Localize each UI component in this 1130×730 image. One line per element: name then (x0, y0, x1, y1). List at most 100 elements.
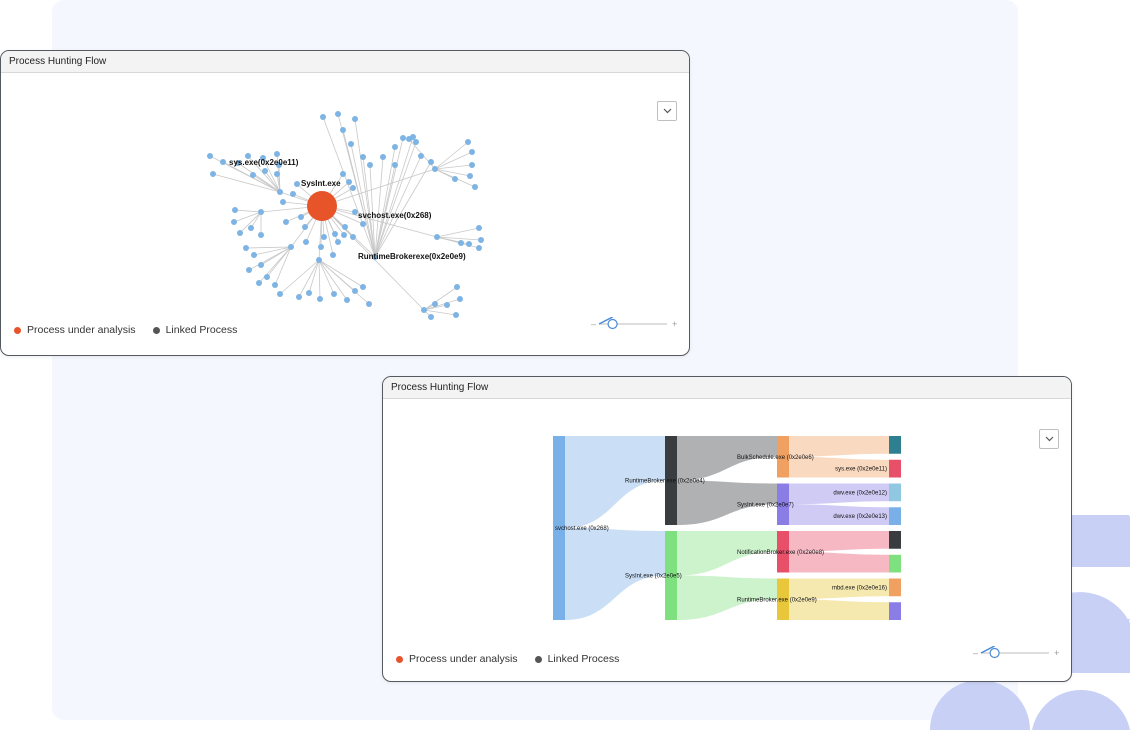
graph-node[interactable] (298, 214, 304, 220)
graph-node[interactable] (472, 184, 478, 190)
graph-node[interactable] (465, 139, 471, 145)
graph-node[interactable] (432, 301, 438, 307)
graph-node[interactable] (432, 166, 438, 172)
sankey-node[interactable] (777, 436, 789, 478)
sankey-link[interactable] (789, 456, 889, 478)
graph-node[interactable] (466, 241, 472, 247)
sankey-link[interactable] (677, 531, 777, 576)
graph-node[interactable] (232, 207, 238, 213)
graph-node[interactable] (476, 225, 482, 231)
view-dropdown[interactable] (657, 101, 677, 121)
graph-node[interactable] (341, 232, 347, 238)
graph-node[interactable] (428, 314, 434, 320)
graph-node[interactable] (276, 162, 282, 168)
graph-node[interactable] (366, 301, 372, 307)
graph-node[interactable] (400, 135, 406, 141)
graph-node[interactable] (280, 199, 286, 205)
sankey-node[interactable] (665, 436, 677, 525)
graph-node[interactable] (476, 245, 482, 251)
graph-node[interactable] (340, 127, 346, 133)
graph-node[interactable] (340, 171, 346, 177)
zoom-handle[interactable] (989, 647, 1000, 659)
sankey-link[interactable] (789, 504, 889, 525)
graph-node[interactable] (418, 153, 424, 159)
graph-node[interactable] (235, 160, 241, 166)
graph-node[interactable] (467, 173, 473, 179)
graph-node[interactable] (372, 254, 378, 260)
graph-node[interactable] (258, 209, 264, 215)
sankey-link[interactable] (789, 578, 889, 600)
graph-node[interactable] (277, 189, 283, 195)
graph-node[interactable] (406, 136, 412, 142)
graph-node[interactable] (346, 179, 352, 185)
sankey-node[interactable] (777, 531, 789, 573)
sankey-link[interactable] (677, 480, 777, 526)
sankey-node[interactable] (889, 436, 901, 454)
graph-node[interactable] (454, 284, 460, 290)
graph-node[interactable] (392, 162, 398, 168)
graph-node[interactable] (274, 151, 280, 157)
sankey-link[interactable] (789, 436, 889, 457)
graph-node[interactable] (251, 252, 257, 258)
graph-node[interactable] (220, 159, 226, 165)
graph-node[interactable] (303, 239, 309, 245)
graph-node[interactable] (243, 245, 249, 251)
sankey-link[interactable] (789, 599, 889, 620)
graph-node[interactable] (258, 262, 264, 268)
sankey-link[interactable] (565, 436, 665, 528)
graph-node[interactable] (320, 114, 326, 120)
graph-node[interactable] (421, 307, 427, 313)
graph-node[interactable] (350, 234, 356, 240)
sankey-node[interactable] (889, 483, 901, 502)
sankey-link[interactable] (789, 483, 889, 505)
graph-node[interactable] (348, 141, 354, 147)
graph-node[interactable] (469, 149, 475, 155)
graph-node[interactable] (250, 172, 256, 178)
zoom-slider[interactable]: – + (971, 646, 1063, 660)
sankey-node[interactable] (889, 578, 901, 597)
graph-node[interactable] (283, 219, 289, 225)
sankey-node[interactable] (777, 483, 789, 526)
graph-node[interactable] (392, 144, 398, 150)
sankey-node[interactable] (889, 602, 901, 620)
graph-node[interactable] (335, 111, 341, 117)
graph-node[interactable] (262, 168, 268, 174)
sankey-node[interactable] (777, 578, 789, 621)
graph-node[interactable] (458, 240, 464, 246)
graph-node[interactable] (260, 155, 266, 161)
graph-node[interactable] (237, 230, 243, 236)
graph-node[interactable] (210, 171, 216, 177)
graph-node[interactable] (264, 274, 270, 280)
graph-node[interactable] (272, 282, 278, 288)
sankey-link[interactable] (677, 575, 777, 621)
graph-node[interactable] (335, 239, 341, 245)
graph-node[interactable] (290, 191, 296, 197)
graph-node[interactable] (294, 181, 300, 187)
graph-node[interactable] (302, 224, 308, 230)
sankey-node[interactable] (889, 554, 901, 573)
graph-node[interactable] (360, 284, 366, 290)
zoom-plus[interactable]: + (1054, 648, 1059, 658)
zoom-minus[interactable]: – (973, 648, 978, 658)
graph-node[interactable] (306, 290, 312, 296)
graph-node[interactable] (352, 209, 358, 215)
process-under-analysis-node[interactable] (307, 191, 337, 221)
sankey-node[interactable] (889, 507, 901, 525)
graph-node[interactable] (288, 244, 294, 250)
graph-node[interactable] (256, 280, 262, 286)
graph-node[interactable] (248, 225, 254, 231)
graph-node[interactable] (344, 297, 350, 303)
zoom-slider[interactable]: – + (589, 317, 681, 331)
graph-node[interactable] (332, 231, 338, 237)
graph-node[interactable] (444, 302, 450, 308)
graph-node[interactable] (352, 288, 358, 294)
zoom-handle[interactable] (607, 318, 618, 330)
graph-node[interactable] (331, 291, 337, 297)
graph-node[interactable] (469, 162, 475, 168)
graph-node[interactable] (413, 139, 419, 145)
graph-node[interactable] (296, 294, 302, 300)
graph-node[interactable] (207, 153, 213, 159)
graph-node[interactable] (428, 159, 434, 165)
sankey-node[interactable] (889, 459, 901, 478)
graph-node[interactable] (478, 237, 484, 243)
